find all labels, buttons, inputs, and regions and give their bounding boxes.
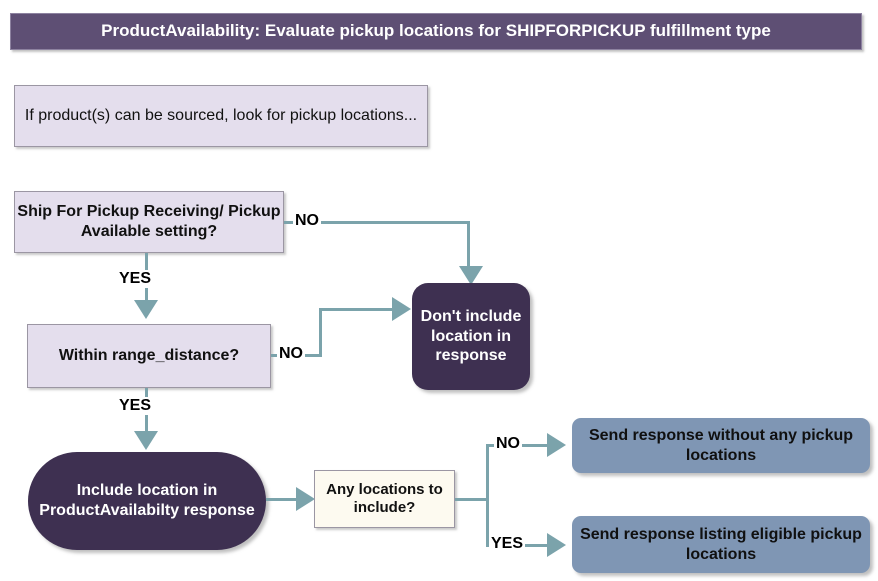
decision-within-range-distance-label: Within range_distance? bbox=[58, 347, 240, 365]
edge-range-no-arrowhead bbox=[392, 297, 411, 321]
node-send-response-without-pickup-locations-label: Send response without any pickup locatio… bbox=[588, 426, 854, 464]
edge-label-range-yes: YES bbox=[117, 397, 154, 415]
edge-any-trunk-vertical bbox=[486, 444, 489, 546]
edge-setting-no-vertical bbox=[467, 221, 470, 272]
edge-any-no-arrowhead bbox=[547, 433, 566, 457]
node-include-location[interactable]: Include location in ProductAvailabilty r… bbox=[28, 452, 266, 550]
edge-range-yes-arrowhead bbox=[134, 431, 158, 450]
edge-setting-no-horizontal bbox=[284, 221, 470, 224]
decision-any-locations-to-include[interactable]: Any locations to include? bbox=[314, 470, 455, 528]
edge-label-any-yes: YES bbox=[489, 535, 526, 553]
edge-setting-yes-arrowhead bbox=[134, 300, 158, 319]
diagram-title-text: ProductAvailability: Evaluate pickup loc… bbox=[101, 21, 771, 41]
node-dont-include-location-label: Don't include location in response bbox=[420, 308, 522, 365]
node-send-response-without-pickup-locations[interactable]: Send response without any pickup locatio… bbox=[572, 418, 870, 473]
edge-label-setting-no: NO bbox=[293, 212, 321, 230]
node-include-location-label: Include location in ProductAvailabilty r… bbox=[39, 482, 255, 519]
node-send-response-listing-pickup-locations[interactable]: Send response listing eligible pickup lo… bbox=[572, 516, 870, 573]
node-send-response-listing-pickup-locations-label: Send response listing eligible pickup lo… bbox=[580, 525, 862, 563]
edge-range-no-vertical bbox=[319, 308, 322, 356]
intro-note-box: If product(s) can be sourced, look for p… bbox=[14, 85, 428, 147]
intro-note-text: If product(s) can be sourced, look for p… bbox=[24, 107, 418, 125]
decision-ship-for-pickup-setting-label: Ship For Pickup Receiving/ Pickup Availa… bbox=[17, 203, 281, 240]
diagram-title-banner: ProductAvailability: Evaluate pickup loc… bbox=[10, 13, 862, 50]
edge-range-no-horizontal-b bbox=[319, 308, 397, 311]
edge-setting-no-arrowhead bbox=[459, 266, 483, 285]
node-dont-include-location[interactable]: Don't include location in response bbox=[412, 283, 530, 390]
decision-ship-for-pickup-setting[interactable]: Ship For Pickup Receiving/ Pickup Availa… bbox=[14, 191, 284, 253]
decision-within-range-distance[interactable]: Within range_distance? bbox=[27, 324, 271, 388]
edge-any-trunk-horizontal bbox=[455, 498, 489, 501]
decision-any-locations-to-include-label: Any locations to include? bbox=[326, 480, 443, 516]
edge-label-setting-yes: YES bbox=[117, 270, 154, 288]
edge-include-to-any-locations-arrowhead bbox=[296, 487, 315, 511]
edge-any-yes-arrowhead bbox=[547, 533, 566, 557]
edge-include-to-any-locations bbox=[266, 498, 302, 501]
edge-label-any-no: NO bbox=[494, 435, 522, 453]
edge-label-range-no: NO bbox=[277, 345, 305, 363]
